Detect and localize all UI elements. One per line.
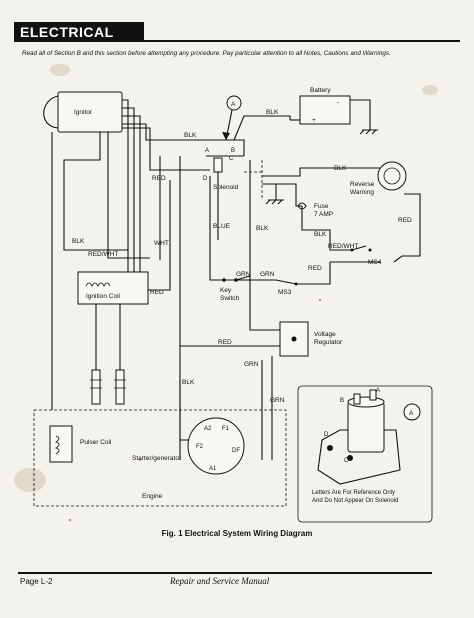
wire-label: GRN	[270, 397, 285, 404]
stain	[138, 458, 142, 462]
key-switch-component: Key Switch	[220, 278, 240, 302]
key-switch-label-2: Switch	[220, 295, 240, 302]
svg-text:D: D	[324, 432, 329, 438]
spark-plugs	[90, 369, 126, 405]
wire-label: RED	[398, 217, 412, 224]
wire-label: BLK	[256, 225, 269, 232]
starter-generator-label: Starter/generator	[132, 455, 182, 462]
pulser-coil-label: Pulser Coil	[80, 439, 112, 446]
svg-text:F2: F2	[196, 444, 204, 450]
inset-note-1: Letters Are For Reference Only	[312, 490, 395, 496]
section-title: ELECTRICAL	[14, 22, 144, 42]
battery-component: Battery - +	[290, 87, 378, 135]
voltage-regulator-label-2: Regulator	[314, 339, 343, 346]
intro-text: Read all of Section B and this section b…	[22, 50, 391, 57]
wire-label: RED	[308, 265, 322, 272]
reverse-warning-label-1: Reverse	[350, 181, 375, 188]
terminal-c: C	[229, 156, 234, 162]
svg-text:MS4: MS4	[368, 259, 382, 266]
ms3-switch: MS3	[278, 282, 298, 296]
stain	[50, 64, 70, 76]
terminal-b: B	[231, 148, 235, 154]
stain	[422, 85, 438, 95]
wire-label: BLK	[266, 109, 279, 116]
ignition-coil-component: Ignition Coil	[77, 271, 149, 305]
reverse-warning-label-2: Warning	[350, 189, 374, 196]
svg-text:A: A	[231, 101, 236, 108]
fuse-component: Fuse 7 AMP	[297, 202, 333, 218]
wire-label: GRN	[260, 271, 275, 278]
wire-label: BLK	[314, 231, 327, 238]
ignitor-label: Ignitor	[74, 109, 93, 116]
svg-text:F1: F1	[222, 426, 230, 432]
solenoid-label: Solenoid	[213, 184, 239, 191]
terminal-a: A	[205, 148, 209, 154]
battery-minus: -	[337, 99, 339, 106]
figure-caption: Fig. 1 Electrical System Wiring Diagram	[161, 529, 313, 538]
page-number: Page L-2	[20, 577, 53, 586]
svg-text:DF: DF	[232, 448, 240, 454]
wire-label: BLK	[182, 379, 195, 386]
terminal-d: D	[203, 176, 208, 182]
wire-label: GRN	[244, 361, 259, 368]
wire-label: RED	[152, 175, 166, 182]
fuse-label-2: 7 AMP	[314, 211, 333, 218]
wire-label: RED	[218, 339, 232, 346]
svg-text:A1: A1	[209, 466, 217, 472]
voltage-regulator-label-1: Voltage	[314, 331, 336, 338]
engine-outline	[33, 409, 287, 507]
pulser-coil-component: Pulser Coil	[49, 425, 112, 463]
battery-label: Battery	[310, 87, 331, 94]
reverse-warning-component: Reverse Warning	[350, 161, 407, 196]
ignition-coil-label: Ignition Coil	[86, 293, 121, 300]
key-switch-label-1: Key	[220, 287, 232, 294]
solenoid-inset: A B A D C Letters Are For Reference Only…	[297, 385, 433, 523]
wire-label: RED/WHT	[328, 243, 358, 250]
svg-text:A: A	[376, 388, 380, 394]
header-rule	[144, 40, 460, 42]
inset-note-2: And Do Not Appear On Solenoid	[312, 498, 398, 504]
wire-label: BLK	[184, 132, 197, 139]
voltage-regulator-component: Voltage Regulator	[279, 321, 343, 357]
stain	[14, 468, 46, 492]
wire-label: BLUE	[213, 223, 231, 230]
callout-a-inset: A	[409, 410, 414, 417]
ground-icon	[359, 129, 378, 135]
starter-generator-component: A2 F1 F2 DF A1 Starter/generator	[132, 417, 245, 475]
ignitor-component: Ignitor	[43, 91, 123, 133]
callout-a-top: A	[222, 95, 242, 141]
svg-text:B: B	[340, 398, 344, 404]
stain	[68, 518, 72, 522]
battery-plus: +	[312, 117, 316, 124]
ms4-switch: MS4	[350, 245, 382, 266]
engine-label: Engine	[142, 493, 163, 500]
wire-label: WHT	[154, 240, 169, 247]
wire-label: BLK	[72, 238, 85, 245]
wire-label: RED	[150, 289, 164, 296]
manual-title: Repair and Service Manual	[170, 576, 270, 586]
fuse-label-1: Fuse	[314, 203, 329, 210]
svg-text:C: C	[344, 458, 349, 464]
wire-label: GRN	[236, 271, 251, 278]
footer-rule	[18, 572, 432, 574]
wire-labels: BLK BLK RED BLK BLK RED/WHT WHT BLUE BLK…	[72, 109, 412, 404]
svg-text:A2: A2	[204, 426, 212, 432]
wire-label: RED/WHT	[88, 251, 118, 258]
ground-icon	[265, 199, 284, 205]
svg-text:MS3: MS3	[278, 289, 292, 296]
wire-label: BLK	[334, 165, 347, 172]
stain	[318, 298, 322, 302]
